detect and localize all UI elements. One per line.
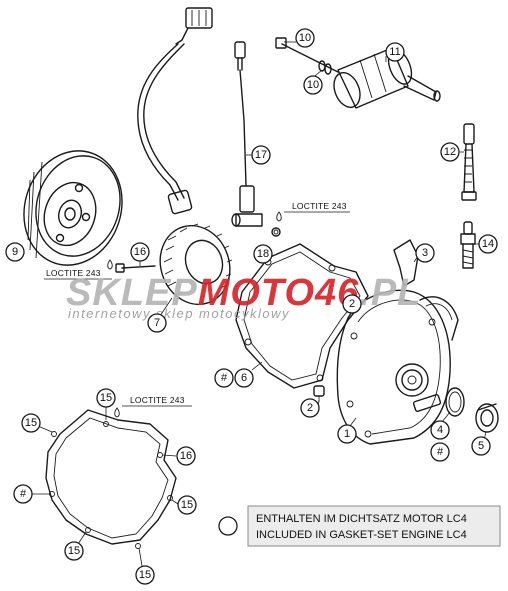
- watermark-brand-left: SKLEP: [66, 272, 198, 314]
- callout-16-stator: [130, 242, 150, 262]
- callout-9: [5, 242, 25, 262]
- callout-14-label: 14: [482, 238, 494, 250]
- starter-motor: [275, 37, 441, 109]
- callout-4-label: 4: [437, 424, 443, 436]
- watermark-brand: SKLEPMOTO46.PL: [66, 272, 421, 314]
- callout-16-gasket-left: [13, 484, 33, 504]
- callout-1: [337, 424, 357, 444]
- callout-15-right: [177, 495, 197, 515]
- callouts: 10 10 11 12 14 17 18 3 2 9: [5, 28, 498, 585]
- callout-5: [471, 436, 491, 456]
- callout-15-right-label: 15: [181, 499, 193, 511]
- callout-15-bottom: [135, 565, 155, 585]
- callout-12: [440, 142, 460, 162]
- callout-11: [385, 42, 405, 62]
- callout-10-top: [295, 28, 315, 48]
- watermark: SKLEPMOTO46.PL internetowy sklep motocyk…: [66, 272, 421, 321]
- loctite-markers: LOCTITE 243 LOCTITE 243 LOCTITE 243: [44, 201, 350, 418]
- callout-6-hash-label: #: [221, 372, 228, 384]
- callout-18: [253, 244, 273, 264]
- callout-3-label: 3: [422, 247, 428, 259]
- callout-3: [415, 243, 435, 263]
- callout-16-stator-label: 16: [134, 246, 146, 258]
- note-hash-icon: [218, 516, 238, 536]
- callout-2-lower-label: 2: [307, 402, 313, 414]
- callout-4-hash-label: #: [437, 446, 444, 458]
- oring-and-plug: [445, 387, 499, 433]
- callout-16-gasket-left-label: #: [20, 488, 27, 500]
- watermark-brand-middle: MOTO: [198, 272, 315, 314]
- callout-18-label: 18: [257, 248, 269, 260]
- callout-6-label: 6: [241, 372, 247, 384]
- callout-6: [234, 368, 254, 388]
- callout-9-label: 9: [12, 246, 18, 258]
- callout-1-label: 1: [344, 428, 350, 440]
- loctite-label-upper: LOCTITE 243: [292, 201, 347, 211]
- callout-6-hash: [214, 368, 234, 388]
- pickup-sensor: [231, 41, 281, 237]
- callout-15-top-label: 15: [100, 392, 112, 404]
- callout-10-bottom: [303, 75, 323, 95]
- callout-17-label: 17: [255, 149, 267, 161]
- callout-15-bottom-left-label: 15: [68, 545, 80, 557]
- callout-2-lower: [300, 398, 320, 418]
- callout-11-label: 11: [389, 46, 400, 58]
- callout-14: [478, 234, 498, 254]
- stator-assembly: [115, 7, 233, 306]
- callout-16-gasket-right: [176, 446, 196, 466]
- ignition-cover: [313, 289, 459, 445]
- loctite-label-left: LOCTITE 243: [46, 268, 101, 278]
- callout-15-bottom-left: [64, 541, 84, 561]
- callout-2-upper-label: 2: [349, 298, 355, 310]
- callout-7: [147, 313, 167, 333]
- callout-15-bottom-label: 15: [139, 569, 151, 581]
- callout-16-gasket-right-label: 16: [180, 450, 192, 462]
- outer-cover-gasket: [45, 409, 177, 549]
- note-line-2: INCLUDED IN GASKET-SET ENGINE LC4: [256, 529, 467, 541]
- callout-17: [251, 145, 271, 165]
- watermark-tagline: internetowy sklep motocyklowy: [68, 306, 290, 321]
- callout-15-left-label: 15: [25, 417, 37, 429]
- callout-10-top-label: 10: [299, 32, 311, 44]
- ignition-cover-gasket: [235, 243, 369, 389]
- note-line-1: ENTHALTEN IM DICHTSATZ MOTOR LC4: [256, 513, 467, 525]
- callout-4: [430, 420, 450, 440]
- cable-bracket: [393, 239, 419, 287]
- gasket-set-note: ENTHALTEN IM DICHTSATZ MOTOR LC4 INCLUDE…: [218, 505, 501, 547]
- callout-7-label: 7: [154, 317, 160, 329]
- watermark-brand-right: .PL: [359, 272, 421, 314]
- spark-plug-parts: [460, 123, 477, 269]
- callout-15-left: [21, 413, 41, 433]
- callout-4-hash: [430, 442, 450, 462]
- callout-2-upper: [342, 294, 362, 314]
- callout-5-label: 5: [478, 440, 484, 452]
- callout-10-bottom-label: 10: [307, 79, 319, 91]
- callout-15-top: [96, 388, 116, 408]
- callout-12-label: 12: [444, 146, 456, 158]
- note-box: [247, 505, 501, 547]
- flywheel-rotor: [23, 150, 123, 266]
- loctite-label-lower: LOCTITE 243: [130, 395, 185, 405]
